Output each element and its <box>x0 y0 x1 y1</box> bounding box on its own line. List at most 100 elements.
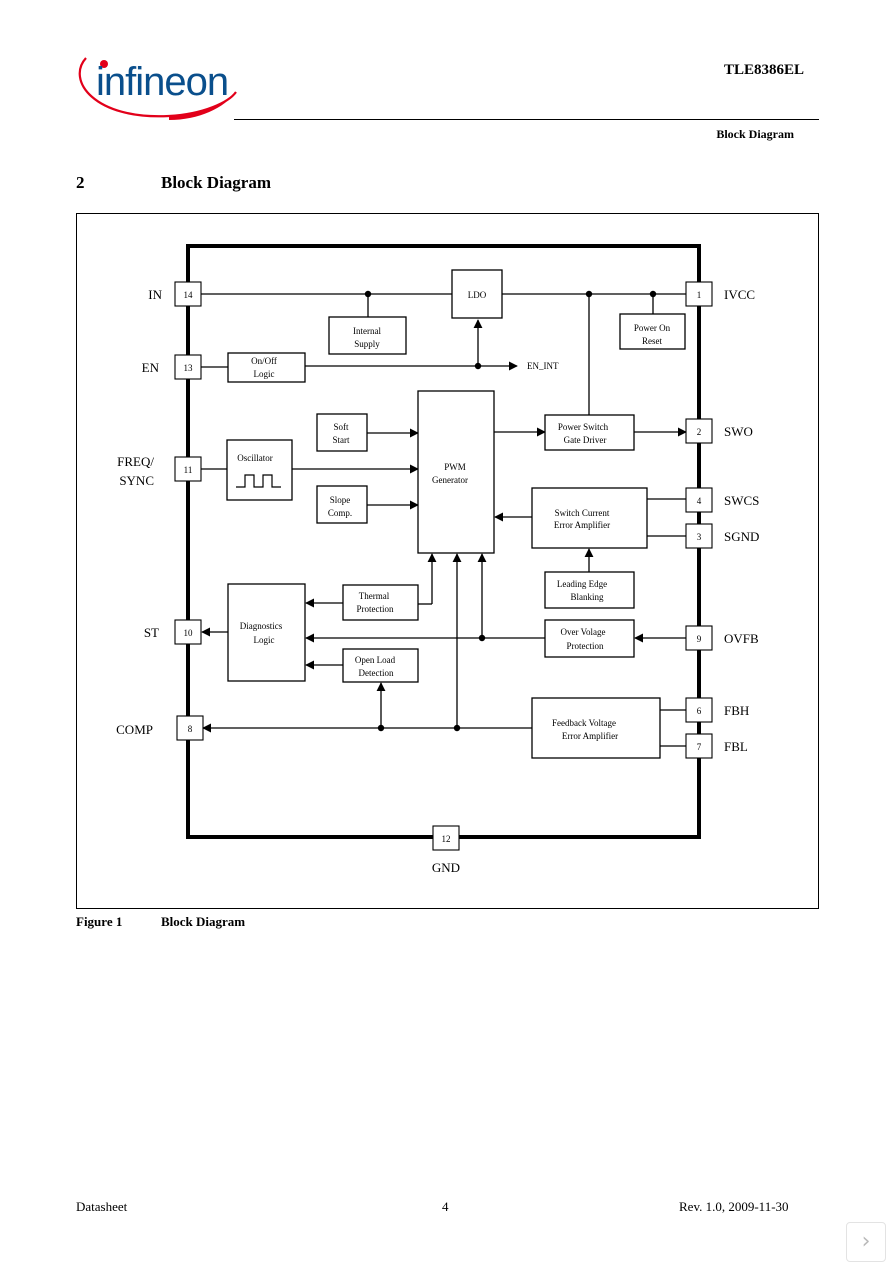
slope-comp-label-2: Comp. <box>328 508 352 518</box>
diagnostics-logic-label-2: Logic <box>254 635 275 645</box>
soft-start-block <box>316 413 368 452</box>
pin-8-box <box>176 715 204 741</box>
thermal-protection-label-2: Protection <box>357 604 394 614</box>
feedback-amp-label-1: Feedback Voltage <box>552 718 616 728</box>
ldo-block <box>451 269 503 319</box>
power-on-reset-label-2: Reset <box>642 336 662 346</box>
pin-14-number: 14 <box>184 290 194 300</box>
pin-3-box <box>685 523 713 549</box>
gate-driver-label-1: Power Switch <box>558 422 609 432</box>
pin-1-number: 1 <box>697 290 702 300</box>
soft-start-label-2: Start <box>333 435 350 445</box>
onoff-logic-label-2: Logic <box>254 369 275 379</box>
section-title: Block Diagram <box>161 173 272 192</box>
pin-13-box <box>174 354 202 380</box>
pin-6-box <box>685 697 713 723</box>
open-load-label-2: Detection <box>359 668 394 678</box>
open-load-detection-block <box>342 648 419 683</box>
pin-7-number: 7 <box>697 742 702 752</box>
header-section-name: Block Diagram <box>716 127 794 141</box>
onoff-logic-block <box>227 352 306 383</box>
pin-comp-label: COMP <box>116 722 153 737</box>
power-on-reset-block <box>619 313 686 350</box>
power-on-reset-label-1: Power On <box>634 323 671 333</box>
pin-fbh-label: FBH <box>724 703 749 718</box>
next-page-button[interactable]: › <box>846 1222 886 1262</box>
infineon-logo-text: infineon <box>96 60 229 104</box>
thermal-protection-block <box>342 584 419 621</box>
internal-supply-label-2: Supply <box>354 339 380 349</box>
oscillator-label: Oscillator <box>237 453 273 463</box>
footer-doc-type: Datasheet <box>76 1199 128 1214</box>
pin-fbl-label: FBL <box>724 739 748 754</box>
footer-revision: Rev. 1.0, 2009-11-30 <box>679 1199 789 1214</box>
over-voltage-protection-block <box>544 619 635 658</box>
pin-2-number: 2 <box>697 427 702 437</box>
figure-frame <box>76 213 819 909</box>
figure-number: Figure 1 <box>76 914 123 929</box>
current-error-amp-label-2: Error Amplifier <box>554 520 610 530</box>
pin-3-number: 3 <box>697 532 702 542</box>
pin-1-box <box>685 281 713 307</box>
chevron-right-icon: › <box>861 1229 871 1254</box>
internal-supply-block <box>328 316 407 355</box>
en-int-label: EN_INT <box>527 361 559 371</box>
pin-freq-label-line1: FREQ/ <box>117 454 154 469</box>
pwm-generator-block <box>417 390 495 554</box>
document-title: TLE8386EL <box>723 62 804 78</box>
oscillator-block <box>226 439 293 501</box>
pin-8-number: 8 <box>188 724 193 734</box>
pin-ovfb-label: OVFB <box>724 631 759 646</box>
header-rule <box>234 119 819 120</box>
block-diagram: 14 13 11 10 8 1 2 4 3 9 6 7 12 IN EN FRE… <box>116 244 759 875</box>
pin-en-label: EN <box>142 360 160 375</box>
leading-edge-blanking-label-2: Blanking <box>571 592 604 602</box>
pin-11-box <box>174 456 202 482</box>
pin-4-box <box>685 487 713 513</box>
pin-st-label: ST <box>144 625 159 640</box>
over-voltage-label-1: Over Volage <box>561 627 606 637</box>
pin-in-label: IN <box>148 287 162 302</box>
current-error-amp-label-1: Switch Current <box>555 508 610 518</box>
current-error-amp-block <box>531 487 648 549</box>
pin-10-box <box>174 619 202 645</box>
pin-ivcc-label: IVCC <box>724 287 755 302</box>
feedback-amp-label-2: Error Amplifier <box>562 731 618 741</box>
ldo-label: LDO <box>468 290 487 300</box>
thermal-protection-label-1: Thermal <box>359 591 390 601</box>
footer-page-number: 4 <box>442 1199 449 1214</box>
pin-swo-label: SWO <box>724 424 753 439</box>
pin-sgnd-label: SGND <box>724 529 759 544</box>
pin-12-box <box>432 825 460 851</box>
leading-edge-blanking-label-1: Leading Edge <box>557 579 607 589</box>
pin-gnd-label: GND <box>432 860 460 875</box>
pin-9-box <box>685 625 713 651</box>
soft-start-label-1: Soft <box>333 422 349 432</box>
diagnostics-logic-block <box>227 583 306 682</box>
pin-7-box <box>685 733 713 759</box>
feedback-error-amp-block <box>531 697 661 759</box>
slope-comp-block <box>316 485 368 524</box>
pin-12-number: 12 <box>442 834 451 844</box>
section-number: 2 <box>76 173 85 192</box>
pin-2-box <box>685 418 713 444</box>
pin-4-number: 4 <box>697 496 702 506</box>
pin-10-number: 10 <box>184 628 194 638</box>
pin-14-box <box>174 281 202 307</box>
gate-driver-label-2: Gate Driver <box>564 435 607 445</box>
leading-edge-blanking-block <box>544 571 635 609</box>
internal-supply-label-1: Internal <box>353 326 381 336</box>
onoff-logic-label-1: On/Off <box>251 356 277 366</box>
infineon-logo <box>78 57 237 120</box>
pin-freq-label-line2: SYNC <box>119 473 154 488</box>
pin-11-number: 11 <box>184 465 193 475</box>
pin-9-number: 9 <box>697 634 702 644</box>
pin-6-number: 6 <box>697 706 702 716</box>
square-wave-icon <box>236 474 281 488</box>
over-voltage-label-2: Protection <box>567 641 604 651</box>
gate-driver-block <box>544 414 635 451</box>
pin-13-number: 13 <box>184 363 194 373</box>
open-load-label-1: Open Load <box>355 655 396 665</box>
slope-comp-label-1: Slope <box>330 495 351 505</box>
figure-caption: Block Diagram <box>161 914 246 929</box>
